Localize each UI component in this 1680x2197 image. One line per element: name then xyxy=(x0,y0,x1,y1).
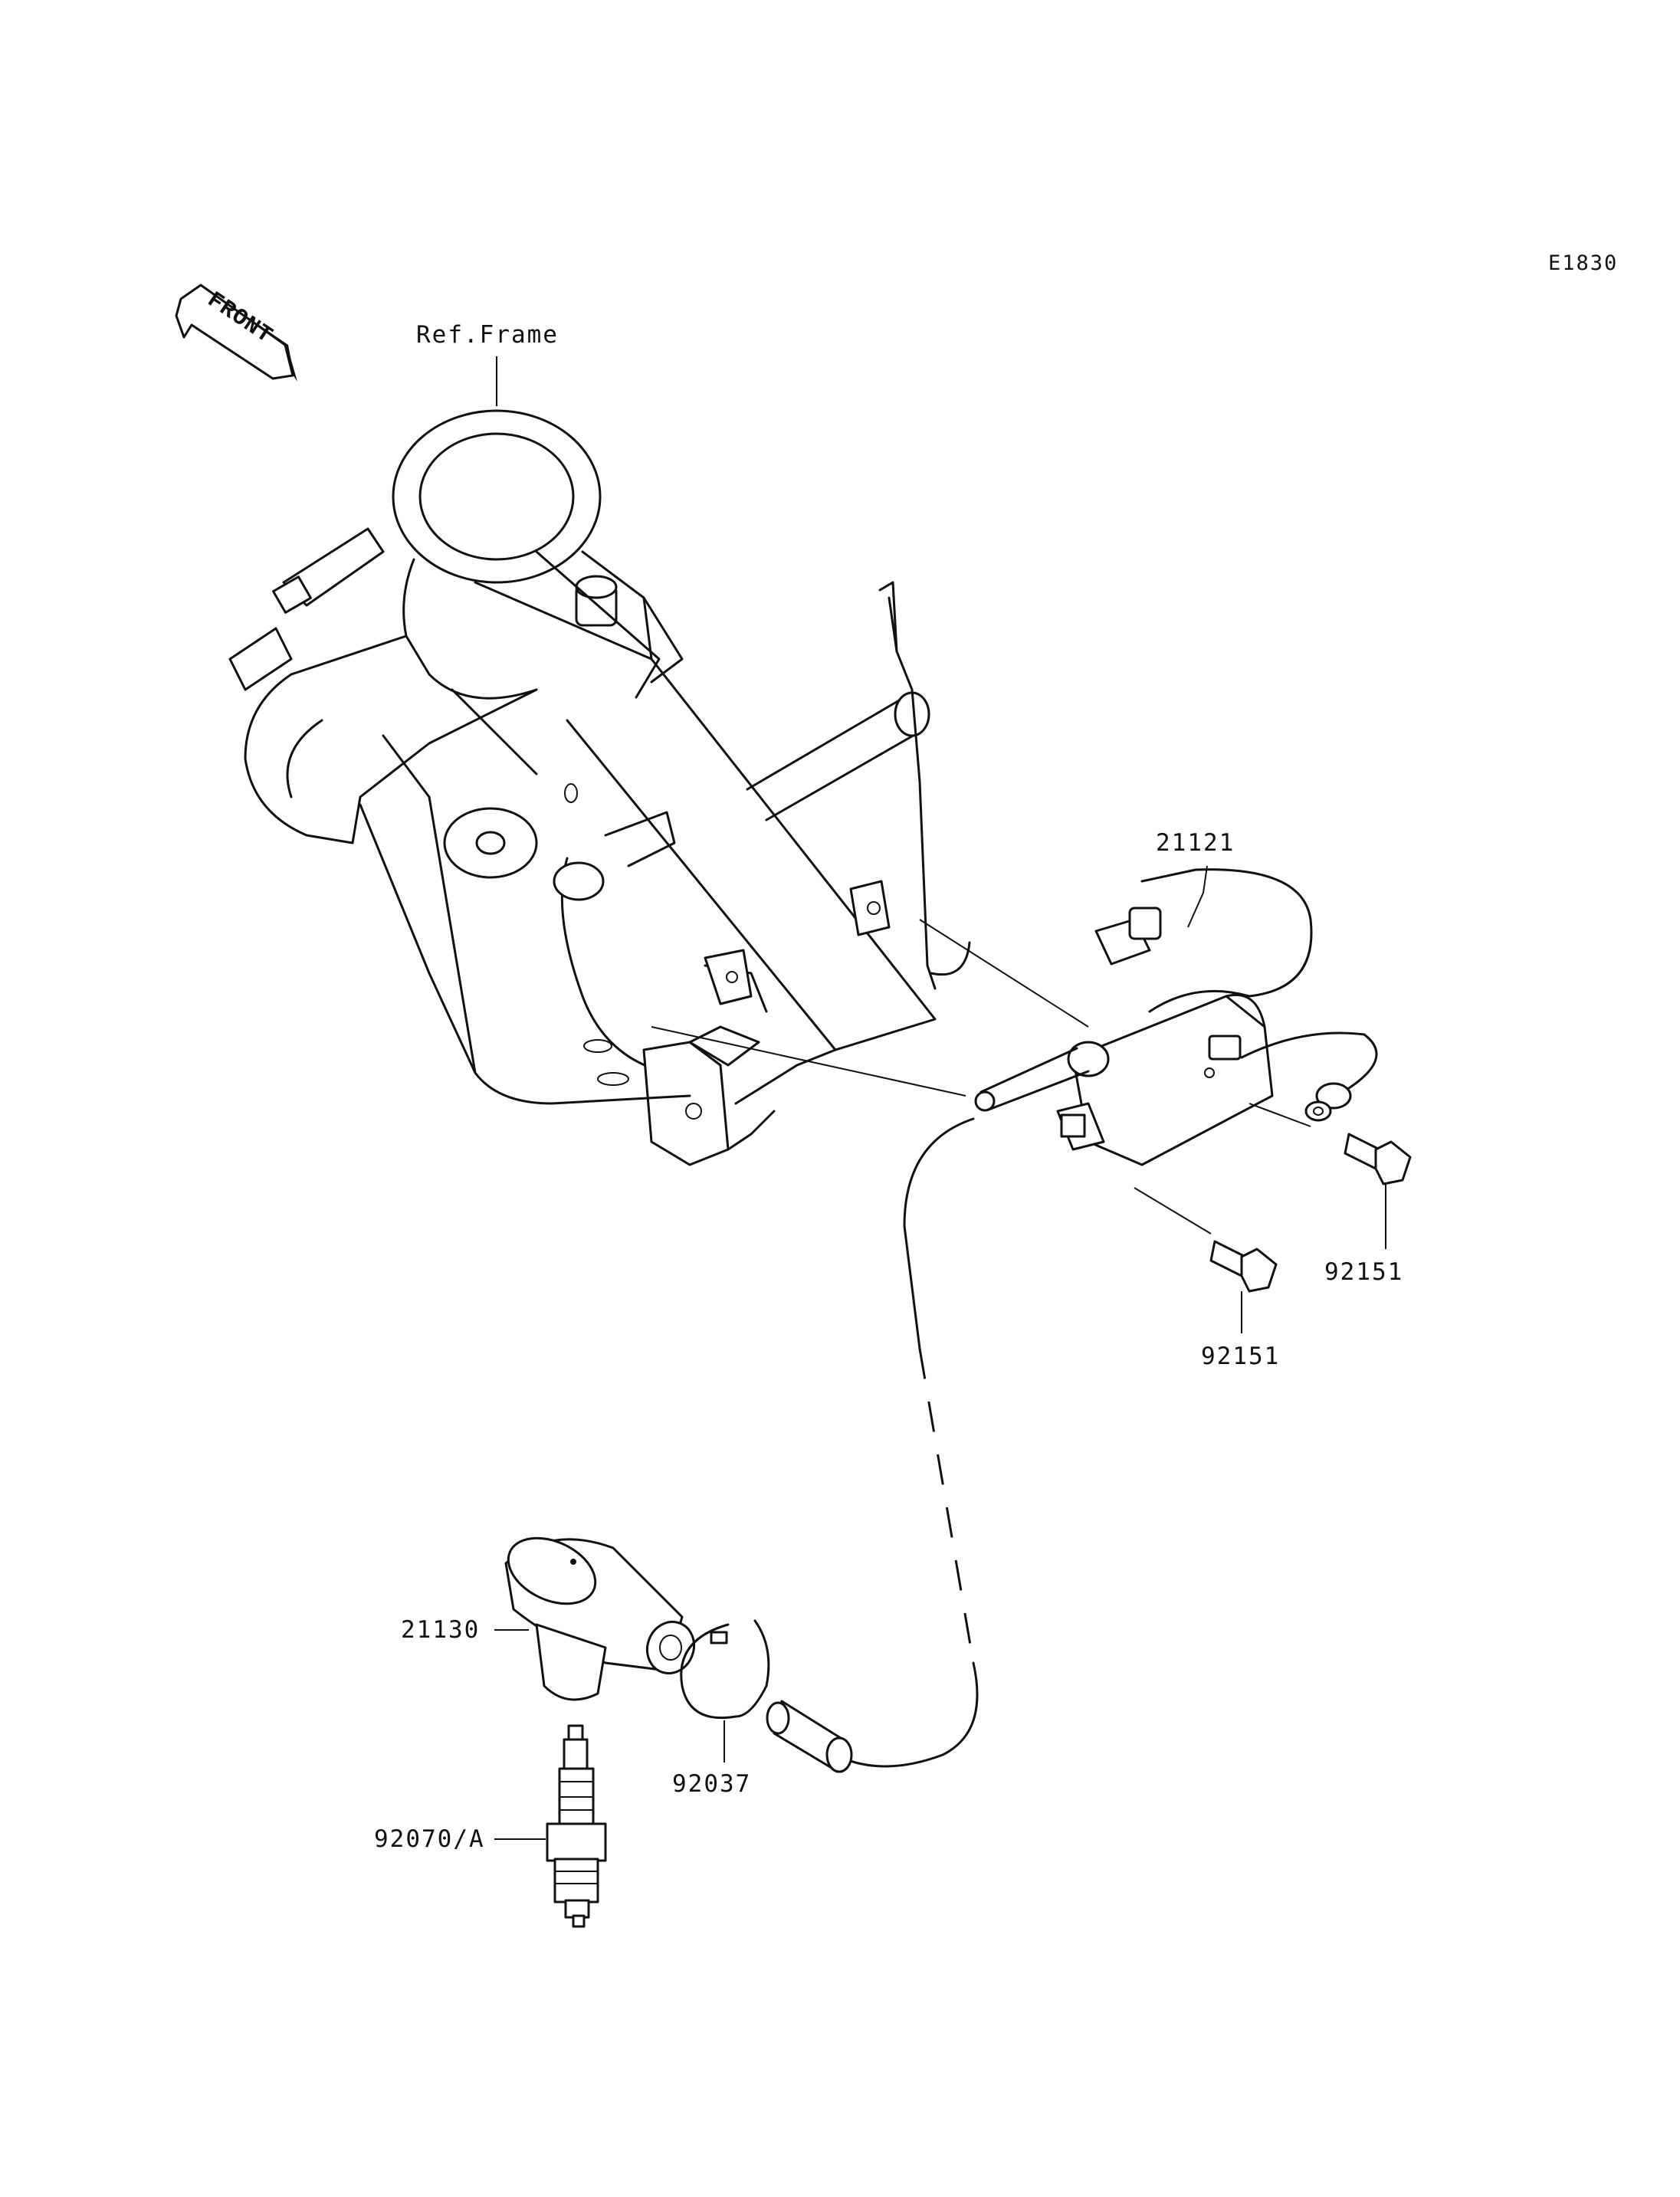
label-92151-upper: 92151 xyxy=(1324,1258,1404,1286)
clamp-drawing xyxy=(680,1619,770,1720)
ignition-coil-drawing xyxy=(651,868,1378,1235)
lead-end-drawing xyxy=(766,1700,853,1773)
label-ref-frame: Ref.Frame xyxy=(416,321,559,349)
diagram-code: E1830 xyxy=(1548,251,1619,275)
label-92151-lower: 92151 xyxy=(1201,1343,1281,1370)
ht-lead-drawing xyxy=(834,1117,979,1768)
frame-drawing xyxy=(228,409,971,1166)
label-92070a: 92070/A xyxy=(374,1825,485,1853)
bolt-upper-drawing xyxy=(1344,1133,1412,1185)
plug-cap-drawing xyxy=(504,1536,695,1701)
label-21121: 21121 xyxy=(1156,829,1235,857)
label-21130: 21130 xyxy=(401,1616,481,1644)
leader-lines xyxy=(494,356,1386,1840)
front-arrow-icon: FRONT xyxy=(175,284,297,382)
spark-plug-drawing xyxy=(546,1724,607,1928)
label-92037: 92037 xyxy=(672,1770,752,1798)
bolt-lower-drawing xyxy=(1209,1240,1278,1293)
